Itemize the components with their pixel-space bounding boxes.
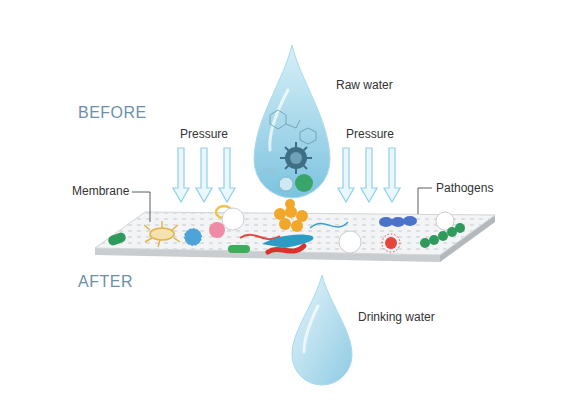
membrane-plate bbox=[95, 212, 495, 262]
part-label: Membrane bbox=[72, 184, 129, 198]
raw-water-drop bbox=[254, 45, 330, 198]
part-label: Pathogens bbox=[436, 181, 493, 195]
pathogens bbox=[107, 199, 465, 253]
drinking-water-drop bbox=[292, 275, 352, 385]
force-label: Pressure bbox=[180, 127, 228, 141]
drop-label: Drinking water bbox=[358, 310, 435, 324]
stage-heading: BEFORE bbox=[78, 103, 147, 122]
leader-line bbox=[418, 188, 432, 214]
leader-line bbox=[132, 192, 150, 222]
virus-symbol bbox=[280, 142, 312, 174]
stage-heading: AFTER bbox=[78, 272, 133, 291]
pressure-arrows bbox=[173, 148, 400, 202]
force-label: Pressure bbox=[346, 127, 394, 141]
drop-label: Raw water bbox=[336, 78, 393, 92]
